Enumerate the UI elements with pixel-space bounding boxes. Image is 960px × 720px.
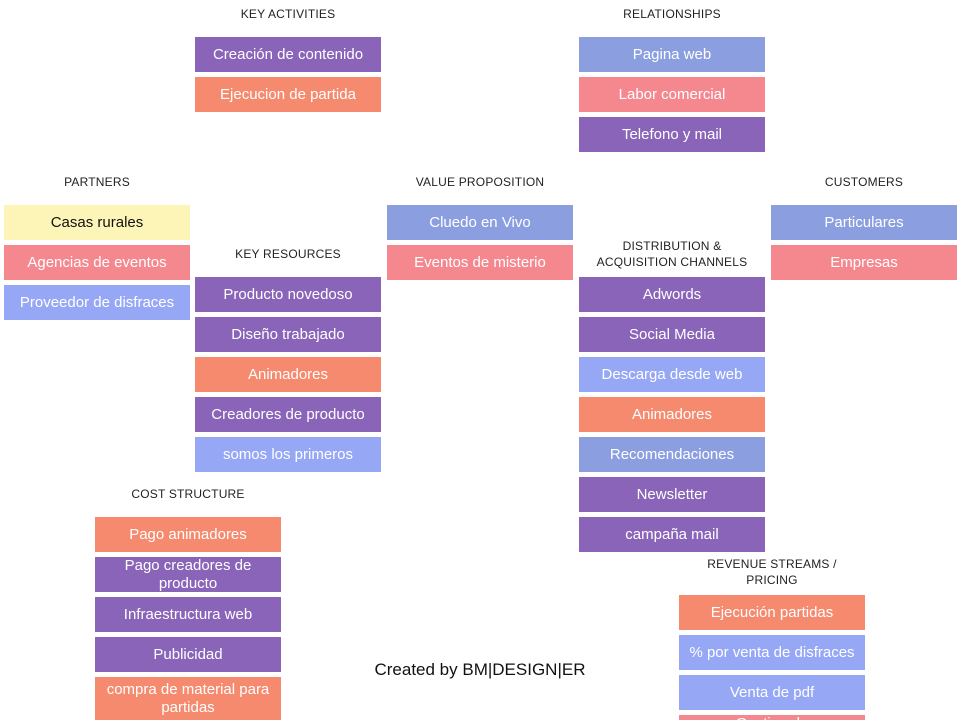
channel-item[interactable]: Recomendaciones bbox=[579, 437, 765, 472]
cost-item[interactable]: Pago animadores bbox=[95, 517, 281, 552]
footer-credit: Created by BM|DESIGN|ER bbox=[374, 660, 586, 679]
channels-header-line1: DISTRIBUTION & bbox=[622, 239, 722, 253]
value-proposition-item[interactable]: Cluedo en Vivo bbox=[387, 205, 573, 240]
value-proposition-header: VALUE PROPOSITION bbox=[415, 175, 545, 189]
customer-item[interactable]: Empresas bbox=[771, 245, 957, 280]
revenue-item[interactable]: Venta de pdf bbox=[679, 675, 865, 710]
key-resource-item[interactable]: Creadores de producto bbox=[195, 397, 381, 432]
customers-header: CUSTOMERS bbox=[824, 175, 904, 189]
partner-item[interactable]: Proveedor de disfraces bbox=[4, 285, 190, 320]
key-activities-header: KEY ACTIVITIES bbox=[240, 7, 336, 21]
cost-item[interactable]: Publicidad bbox=[95, 637, 281, 672]
cost-item[interactable]: compra de material para partidas bbox=[95, 677, 281, 720]
key-resources-header: KEY RESOURCES bbox=[235, 247, 341, 261]
channels-header-line2: ACQUISITION CHANNELS bbox=[596, 255, 748, 269]
key-resource-item[interactable]: Diseño trabajado bbox=[195, 317, 381, 352]
key-resource-item[interactable]: somos los primeros bbox=[195, 437, 381, 472]
channel-item[interactable]: Adwords bbox=[579, 277, 765, 312]
channels-header: DISTRIBUTION & ACQUISITION CHANNELS bbox=[579, 238, 765, 270]
partners-header: PARTNERS bbox=[64, 175, 130, 189]
revenue-item[interactable]: Gestion de bbox=[679, 715, 865, 720]
revenue-header-line2: PRICING bbox=[746, 573, 798, 587]
cost-item[interactable]: Infraestructura web bbox=[95, 597, 281, 632]
cost-structure-header: COST STRUCTURE bbox=[131, 487, 245, 501]
relationships-header: RELATIONSHIPS bbox=[623, 7, 721, 21]
value-proposition-item[interactable]: Eventos de misterio bbox=[387, 245, 573, 280]
partner-item[interactable]: Agencias de eventos bbox=[4, 245, 190, 280]
channel-item[interactable]: Animadores bbox=[579, 397, 765, 432]
customer-item[interactable]: Particulares bbox=[771, 205, 957, 240]
key-resource-item[interactable]: Producto novedoso bbox=[195, 277, 381, 312]
channel-item[interactable]: Descarga desde web bbox=[579, 357, 765, 392]
key-activity-item[interactable]: Ejecucion de partida bbox=[195, 77, 381, 112]
revenue-streams-header: REVENUE STREAMS / PRICING bbox=[679, 556, 865, 588]
relationship-item[interactable]: Pagina web bbox=[579, 37, 765, 72]
revenue-item[interactable]: % por venta de disfraces bbox=[679, 635, 865, 670]
channel-item[interactable]: Newsletter bbox=[579, 477, 765, 512]
revenue-item[interactable]: Ejecución partidas bbox=[679, 595, 865, 630]
partner-item[interactable]: Casas rurales bbox=[4, 205, 190, 240]
relationship-item[interactable]: Labor comercial bbox=[579, 77, 765, 112]
revenue-header-line1: REVENUE STREAMS / bbox=[707, 557, 837, 571]
key-resource-item[interactable]: Animadores bbox=[195, 357, 381, 392]
channel-item[interactable]: Social Media bbox=[579, 317, 765, 352]
relationship-item[interactable]: Telefono y mail bbox=[579, 117, 765, 152]
key-activity-item[interactable]: Creación de contenido bbox=[195, 37, 381, 72]
channel-item[interactable]: campaña mail bbox=[579, 517, 765, 552]
cost-item[interactable]: Pago creadores de producto bbox=[95, 557, 281, 592]
